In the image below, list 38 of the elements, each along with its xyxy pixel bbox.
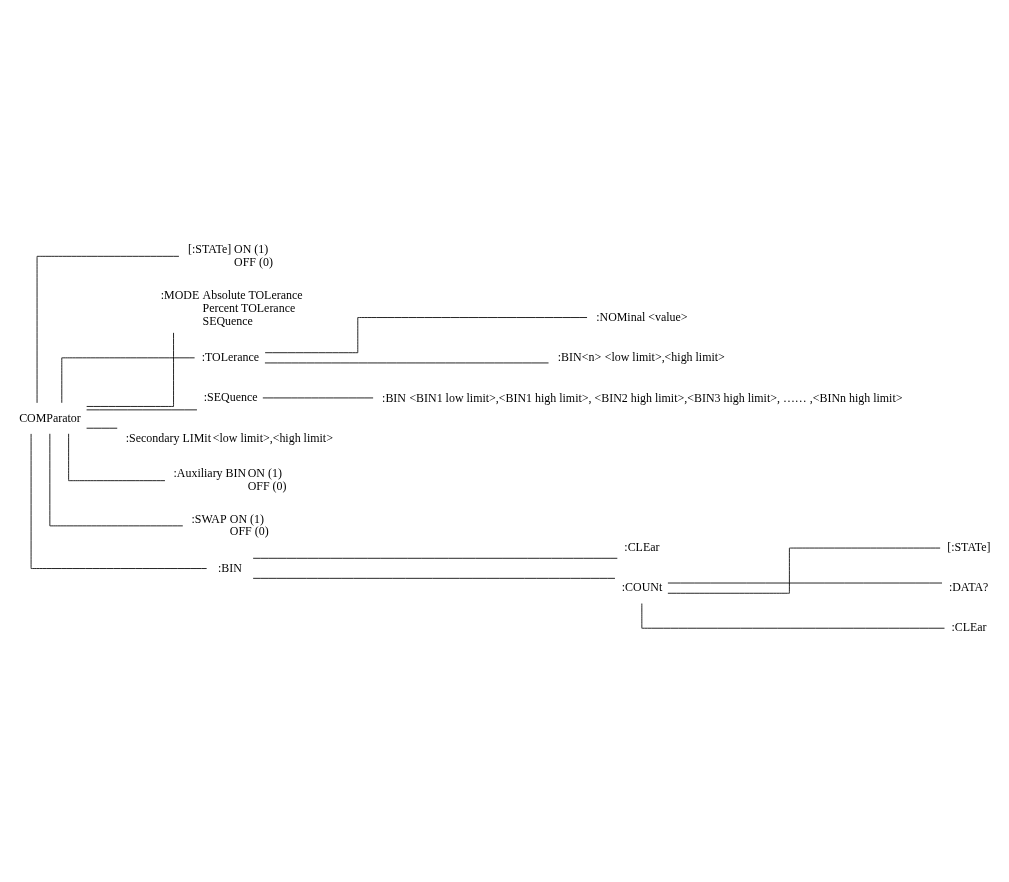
node-text: :SEQuence (203, 390, 258, 405)
node-text: :MODE (160, 288, 200, 303)
connector (86, 332, 174, 407)
connector (667, 547, 941, 594)
node-text: :CLEar (624, 540, 660, 555)
node-label: <value> (648, 310, 688, 325)
node-label: ON (1) (247, 466, 282, 481)
node-label: <BIN1 low limit>,<BIN1 high limit>, <BIN2 high limit>,<BIN3 high limit>, …… ,<BINn high limit> (409, 390, 903, 405)
node-label: SEQuence (202, 313, 253, 328)
node-label: Percent TOLerance (202, 300, 296, 315)
node-label: <low limit>,<high limit> (604, 350, 725, 365)
node-label: OFF (0) (247, 479, 287, 494)
connector (667, 582, 943, 584)
node-text: :COUNt (621, 580, 663, 595)
connector (68, 433, 166, 482)
node-text: :DATA? (948, 580, 989, 595)
connector (252, 557, 618, 559)
node-text: :Auxiliary BIN (173, 466, 247, 481)
node-text: :TOLerance (201, 349, 260, 364)
connector (36, 255, 180, 404)
node-text: :SWAP (191, 511, 227, 526)
node-text: :BIN<n> (557, 350, 602, 365)
node-text: :BIN (217, 560, 242, 575)
node-text: [:STATe] (947, 540, 991, 555)
node-text: [:STATe] (188, 242, 232, 257)
connector (264, 317, 588, 354)
node-label: Absolute TOLerance (202, 288, 303, 303)
connector (30, 433, 208, 569)
node-label: ON (1) (234, 242, 269, 257)
connector (252, 577, 616, 579)
connector (61, 357, 196, 404)
node-text: :NOMinal (596, 310, 646, 325)
node-text: :Secondary LIMit (125, 430, 211, 445)
node-label: ON (1) (229, 511, 264, 526)
node-label: <low limit>,<high limit> (212, 430, 333, 445)
node-text: :BIN (382, 390, 406, 405)
node-text: COMParator (19, 410, 81, 425)
node-text: :CLEar (951, 620, 987, 635)
